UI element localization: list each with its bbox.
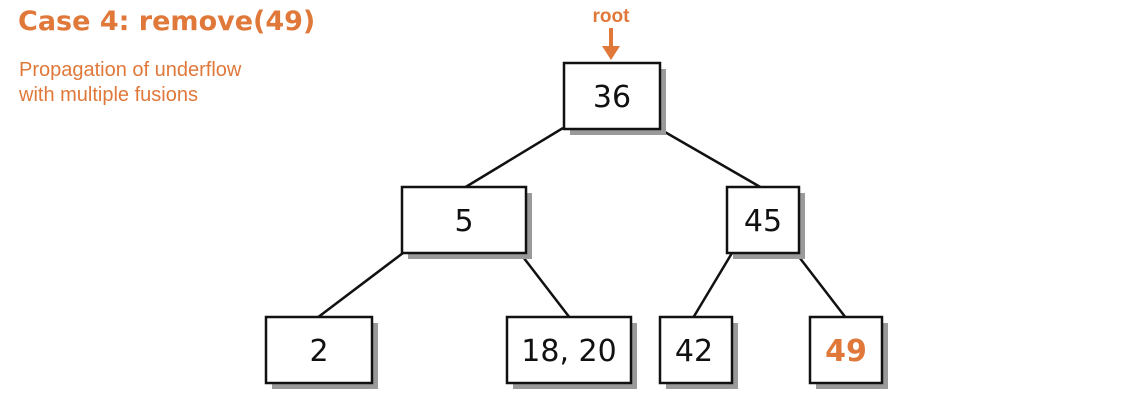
edge-5-2 xyxy=(316,252,404,319)
edge-5-18-20 xyxy=(519,252,571,319)
node-label-18-20: 18, 20 xyxy=(521,334,616,369)
tree-node-49: 49 xyxy=(808,315,888,389)
node-label-42: 42 xyxy=(675,334,713,369)
tree-node-45: 45 xyxy=(725,185,805,259)
tree-node-2: 2 xyxy=(264,315,378,389)
tree-node-18-20: 18, 20 xyxy=(505,315,637,389)
edge-36-5 xyxy=(463,126,564,190)
node-label-5: 5 xyxy=(454,204,473,239)
node-label-45: 45 xyxy=(744,204,782,239)
tree-node-36: 36 xyxy=(562,61,666,135)
root-arrow-icon xyxy=(602,28,620,60)
tree-node-42: 42 xyxy=(658,315,738,389)
tree-edges xyxy=(316,126,847,319)
edge-36-45 xyxy=(657,126,763,190)
subtitle-line-2: with multiple fusions xyxy=(19,84,198,106)
slide-title: Case 4: remove(49) xyxy=(18,6,316,37)
node-label-49: 49 xyxy=(825,334,867,369)
subtitle-line-1: Propagation of underflow xyxy=(19,59,242,81)
node-label-36: 36 xyxy=(593,80,631,115)
node-label-2: 2 xyxy=(309,334,328,369)
slide-subtitle: Propagation of underflow with multiple f… xyxy=(19,58,241,108)
root-label: root xyxy=(593,6,631,27)
edge-45-42 xyxy=(691,252,734,319)
tree-node-5: 5 xyxy=(400,185,532,259)
edge-45-49 xyxy=(795,252,847,319)
